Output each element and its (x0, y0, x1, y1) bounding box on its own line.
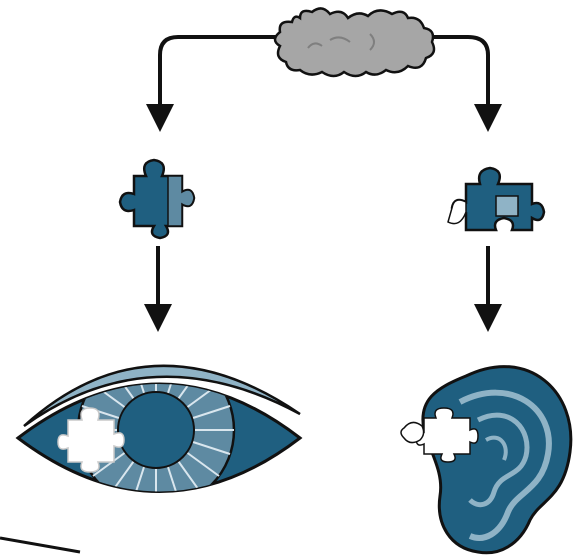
visual-puzzle-piece-icon (120, 160, 194, 238)
arrow-source-to-left (160, 37, 290, 118)
puzzle-cloud-icon (275, 8, 434, 76)
corner-stroke (0, 538, 80, 552)
arrow-source-to-right (430, 37, 488, 118)
ear-icon (401, 367, 571, 553)
auditory-puzzle-piece-icon (448, 168, 544, 230)
eye-icon (18, 352, 300, 508)
connectors (158, 37, 488, 318)
